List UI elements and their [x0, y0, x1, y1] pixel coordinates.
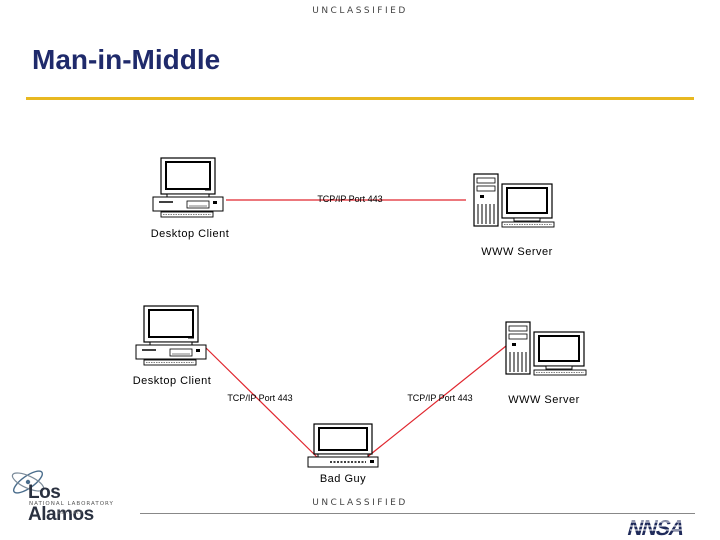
- bottom-right-link-label: TCP/IP Port 443: [407, 393, 472, 403]
- bad-guy-label: Bad Guy: [320, 473, 366, 485]
- classification-footer: UNCLASSIFIED: [312, 498, 408, 508]
- bottom-www-server-icon: [505, 321, 587, 376]
- title-divider: [26, 97, 694, 100]
- bottom-connection-lines: [203, 345, 507, 461]
- classification-header: UNCLASSIFIED: [312, 6, 408, 16]
- bottom-desktop-client-icon: [135, 305, 207, 366]
- lanl-subtitle: NATIONAL LABORATORY: [29, 501, 114, 507]
- top-www-server-icon: [473, 173, 555, 228]
- top-client-label: Desktop Client: [151, 228, 230, 240]
- top-server-label: WWW Server: [481, 246, 553, 258]
- bottom-left-link-label: TCP/IP Port 443: [227, 393, 292, 403]
- lanl-name: Los Alamos: [28, 482, 94, 525]
- bad-guy-computer-icon: [307, 423, 379, 468]
- lanl-established: EST. 1943: [58, 510, 83, 515]
- top-desktop-client-icon: [152, 157, 224, 218]
- nnsa-logo: NNSA: [625, 516, 700, 540]
- top-link-label: TCP/IP Port 443: [317, 194, 382, 204]
- bottom-server-label: WWW Server: [508, 394, 580, 406]
- footer-divider: [140, 513, 695, 514]
- bottom-client-label: Desktop Client: [133, 375, 212, 387]
- atom-icon: [11, 470, 45, 494]
- lanl-logo: Los Alamos NATIONAL LABORATORY EST. 1943: [8, 460, 128, 525]
- slide-title: Man-in-Middle: [32, 44, 221, 75]
- nnsa-logo-text: NNSA: [625, 516, 687, 540]
